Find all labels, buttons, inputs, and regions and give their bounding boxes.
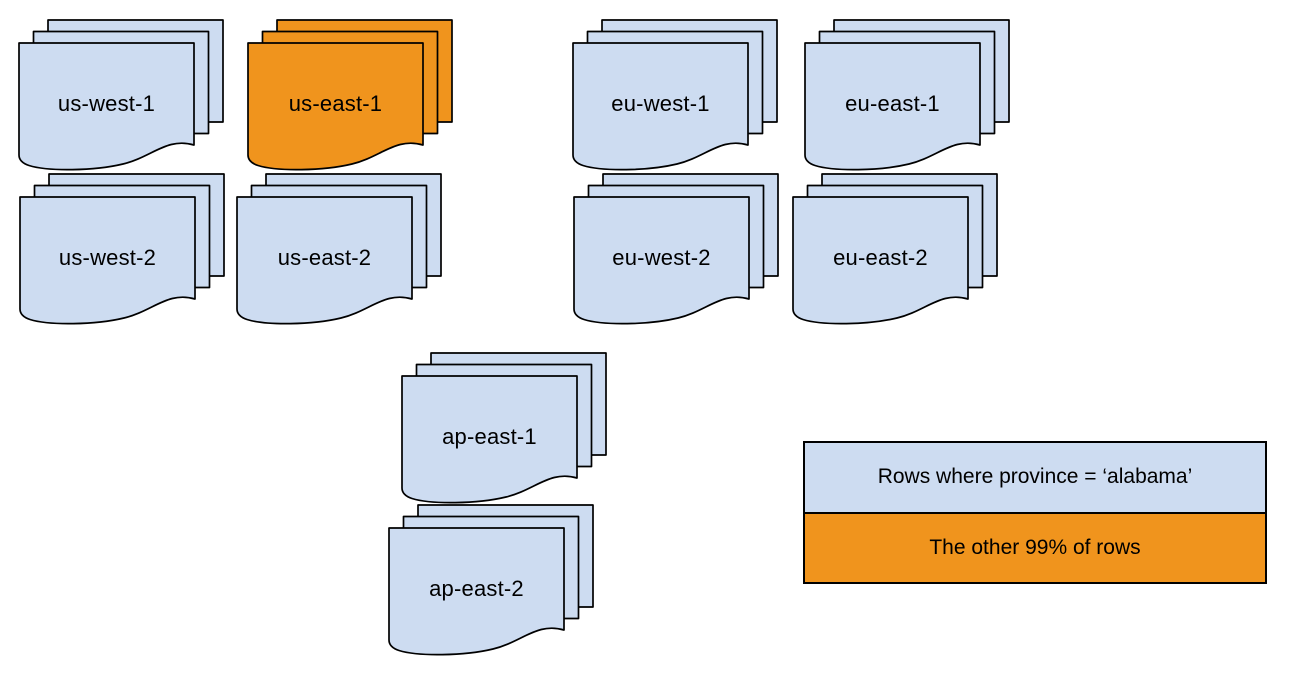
region-stack-ap-east-2: ap-east-2 (388, 504, 594, 659)
legend-item-other-rows: The other 99% of rows (805, 511, 1265, 582)
region-stack-eu-west-2: eu-west-2 (573, 173, 779, 328)
region-stack-ap-east-1: ap-east-1 (401, 352, 607, 507)
document-stack-icon (792, 173, 998, 325)
legend: Rows where province = ‘alabama’ The othe… (803, 441, 1267, 584)
document-stack-icon (388, 504, 594, 656)
region-stack-eu-east-2: eu-east-2 (792, 173, 998, 328)
document-stack-icon (18, 19, 224, 171)
document-stack-icon (19, 173, 225, 325)
region-label: eu-east-2 (833, 245, 928, 270)
region-stack-us-west-1: us-west-1 (18, 19, 224, 174)
legend-item-label: Rows where province = ‘alabama’ (877, 465, 1193, 489)
document-stack-icon (236, 173, 442, 325)
region-label: us-west-2 (58, 245, 157, 270)
document-stack-icon (573, 173, 779, 325)
region-stack-us-east-1: us-east-1 (247, 19, 453, 174)
region-label: us-east-2 (277, 245, 372, 270)
region-label: us-west-1 (57, 91, 156, 116)
region-label: ap-east-1 (442, 424, 537, 449)
region-stack-eu-east-1: eu-east-1 (804, 19, 1010, 174)
document-stack-icon (572, 19, 778, 171)
region-label: eu-east-1 (845, 91, 940, 116)
document-stack-icon (247, 19, 453, 171)
legend-item-alabama-rows: Rows where province = ‘alabama’ (805, 443, 1265, 512)
region-label: ap-east-2 (429, 576, 524, 601)
region-stack-eu-west-1: eu-west-1 (572, 19, 778, 174)
region-stack-us-west-2: us-west-2 (19, 173, 225, 328)
region-stack-us-east-2: us-east-2 (236, 173, 442, 328)
document-stack-icon (804, 19, 1010, 171)
region-label: eu-west-2 (612, 245, 711, 270)
legend-item-label: The other 99% of rows (929, 535, 1141, 559)
region-label: us-east-1 (288, 91, 383, 116)
document-stack-icon (401, 352, 607, 504)
region-label: eu-west-1 (611, 91, 710, 116)
